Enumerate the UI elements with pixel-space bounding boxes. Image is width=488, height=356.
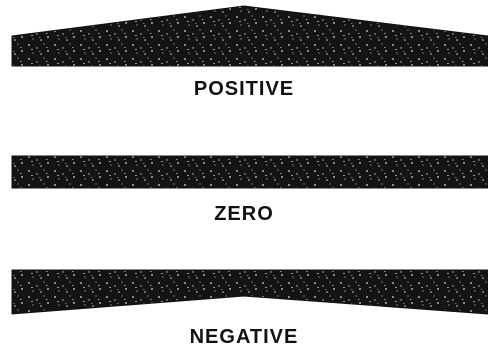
negative-label: NEGATIVE	[0, 326, 488, 349]
zero-slab	[12, 156, 488, 188]
positive-slab	[12, 6, 488, 66]
negative-slab	[12, 270, 488, 314]
positive-label: POSITIVE	[0, 78, 488, 101]
zero-label: ZERO	[0, 203, 488, 226]
